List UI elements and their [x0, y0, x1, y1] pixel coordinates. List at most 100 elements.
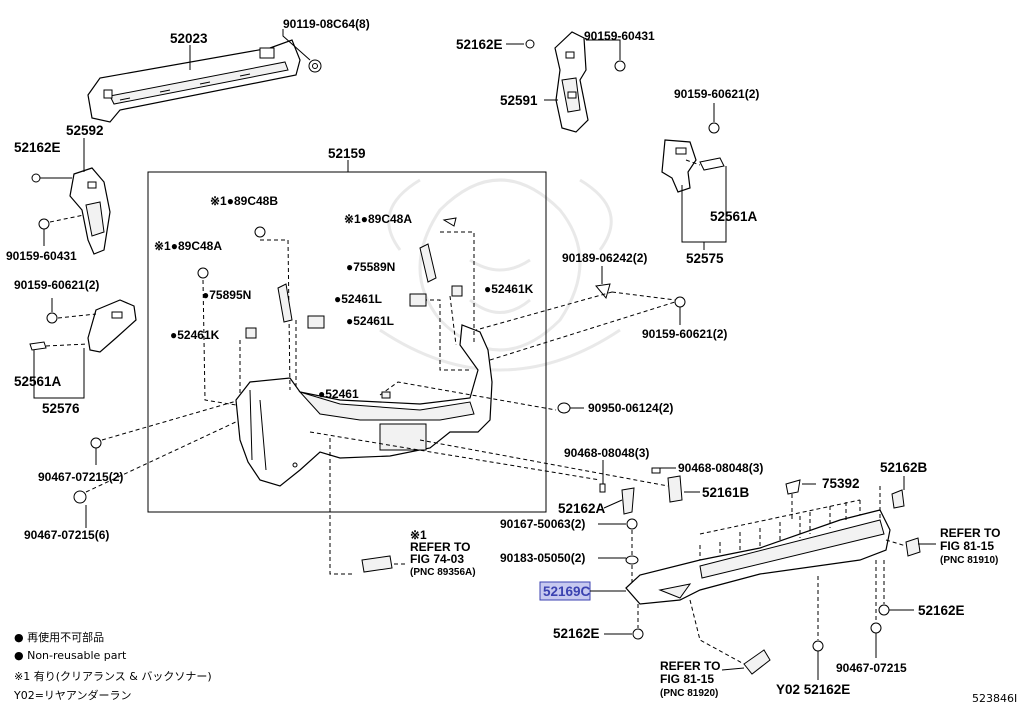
bolt-52162e-right[interactable]: [878, 604, 890, 616]
label-52461l-lower: ●52461L: [346, 314, 394, 328]
label-90950: 90950-06124(2): [588, 401, 673, 415]
svg-text:REFER TO: REFER TO: [660, 659, 720, 673]
label-90189: 90189-06242(2): [562, 251, 647, 265]
clip-90189[interactable]: [595, 283, 611, 300]
label-52159: 52159: [328, 146, 366, 161]
pad-52461k-right[interactable]: [451, 285, 463, 297]
label-52162e-bottom-right: 52162E: [918, 603, 965, 618]
svg-text:(PNC 89356A): (PNC 89356A): [410, 567, 476, 578]
label-52561a-right: 52561A: [710, 209, 758, 224]
label-90167: 90167-50063(2): [500, 517, 585, 531]
bracket-52162a[interactable]: [621, 487, 635, 515]
label-y02-52162e: Y02 52162E: [776, 682, 850, 697]
label-90159-60621-top-right: 90159-60621(2): [674, 87, 759, 101]
bolt-90159-60621-left[interactable]: [46, 312, 58, 324]
label-52561a-left: 52561A: [14, 374, 62, 389]
label-52461k-left: ●52461K: [170, 328, 220, 342]
reinforcement-52023[interactable]: [87, 39, 301, 123]
rear-under-run-52169c[interactable]: [625, 509, 891, 605]
label-52169c[interactable]: 52169C: [543, 584, 591, 599]
bracket-52161b[interactable]: [667, 475, 683, 503]
legend-line-2: ● Non-reusable part: [14, 649, 127, 662]
bolt-90159-60431-top[interactable]: [614, 60, 626, 72]
part-ref-81910[interactable]: [905, 537, 921, 557]
pad-52461l-lower[interactable]: [307, 315, 325, 329]
label-52162a: 52162A: [558, 501, 606, 516]
pad-52461k-left[interactable]: [245, 327, 257, 339]
clip-52561a-right[interactable]: [699, 157, 725, 171]
label-90183: 90183-05050(2): [500, 551, 585, 565]
label-89c48a-right: ※1●89C48A: [344, 212, 412, 226]
bolt-90467-left-a[interactable]: [90, 437, 102, 449]
bolt-90467-left-b[interactable]: [73, 490, 87, 504]
washer-90183[interactable]: [625, 555, 639, 565]
label-75392: 75392: [822, 476, 860, 491]
reference-note-81920: REFER TO FIG 81-15 (PNC 81920): [660, 659, 720, 699]
label-52162e-left: 52162E: [14, 140, 61, 155]
label-52591: 52591: [500, 93, 538, 108]
ring-90950[interactable]: [557, 402, 571, 414]
bolt-52162e-left[interactable]: [632, 628, 644, 640]
svg-text:FIG 74-03: FIG 74-03: [410, 552, 464, 566]
part-ref-81920[interactable]: [743, 649, 771, 675]
bracket-52561a-left[interactable]: [87, 299, 137, 353]
seal-75589n[interactable]: [419, 243, 437, 283]
seal-75895n[interactable]: [277, 283, 293, 323]
label-89c48a-left: ※1●89C48A: [154, 239, 222, 253]
reference-note-89356a: ※1 REFER TO FIG 74-03 (PNC 89356A): [410, 528, 476, 578]
pad-52461l-upper[interactable]: [409, 293, 427, 307]
label-52161b: 52161B: [702, 485, 750, 500]
clip-52561a-left[interactable]: [29, 341, 47, 351]
nut-89c48b[interactable]: [254, 226, 266, 238]
screw-90468-a[interactable]: [599, 483, 606, 493]
bracket-52561a-right[interactable]: [661, 139, 697, 193]
label-52592: 52592: [66, 123, 104, 138]
svg-text:REFER TO: REFER TO: [940, 526, 1000, 540]
label-90159-60621-left: 90159-60621(2): [14, 278, 99, 292]
svg-text:FIG 81-15: FIG 81-15: [940, 539, 994, 553]
label-52576: 52576: [42, 401, 80, 416]
svg-text:(PNC 81920): (PNC 81920): [660, 688, 718, 699]
reference-note-81910: REFER TO FIG 81-15 (PNC 81910): [940, 526, 1000, 566]
figure-id: 523846I: [972, 692, 1017, 705]
bracket-52591[interactable]: [554, 31, 589, 133]
legend: ● 再使用不可部品 ● Non-reusable part ※1 有り(クリアラ…: [13, 630, 212, 702]
label-75589n: ●75589N: [346, 260, 395, 274]
label-90468-a: 90468-08048(3): [564, 446, 649, 460]
bolt-90467-lower-right[interactable]: [870, 622, 882, 634]
legend-line-1: ● 再使用不可部品: [14, 630, 104, 644]
watermark-logo: [379, 178, 621, 372]
label-52461: ●52461: [318, 387, 359, 401]
part-ref-89356a[interactable]: [361, 555, 393, 573]
label-52162e-bottom-left: 52162E: [553, 626, 600, 641]
label-52023: 52023: [170, 31, 208, 46]
bolt-90159-60621-right[interactable]: [674, 296, 686, 308]
bracket-52592[interactable]: [69, 167, 111, 255]
bolt-90159-60621-top-right[interactable]: [708, 122, 720, 134]
clip-75392[interactable]: [785, 479, 801, 495]
label-90467-b: 90467-07215(6): [24, 528, 109, 542]
bumper-cover-52159[interactable]: [235, 324, 493, 487]
screw-90468-b[interactable]: [651, 467, 661, 474]
legend-line-4: Y02=リヤアンダーラン: [13, 688, 132, 702]
bolt-52162e-y02[interactable]: [812, 640, 824, 652]
svg-text:※1: ※1: [410, 528, 427, 542]
label-52461k-right: ●52461K: [484, 282, 534, 296]
bolt-90159-60431-left[interactable]: [38, 218, 50, 230]
label-90467-a: 90467-07215(2): [38, 470, 123, 484]
bolt-90167[interactable]: [626, 518, 638, 530]
label-52575: 52575: [686, 251, 724, 266]
label-90467-c: 90467-07215: [836, 661, 907, 675]
label-90159-60621-right: 90159-60621(2): [642, 327, 727, 341]
bolt-90119[interactable]: [308, 59, 322, 73]
legend-line-3: ※1 有り(クリアランス & バックソナー): [14, 669, 212, 683]
label-52461l-upper: ●52461L: [334, 292, 382, 306]
label-89c48b: ※1●89C48B: [210, 194, 278, 208]
clip-89c48a-right[interactable]: [442, 217, 457, 227]
nut-89c48a-left[interactable]: [197, 267, 209, 279]
label-90159-60431-left: 90159-60431: [6, 249, 77, 263]
label-90468-b: 90468-08048(3): [678, 461, 763, 475]
bracket-52162b[interactable]: [891, 489, 905, 509]
pad-52461[interactable]: [381, 391, 391, 399]
